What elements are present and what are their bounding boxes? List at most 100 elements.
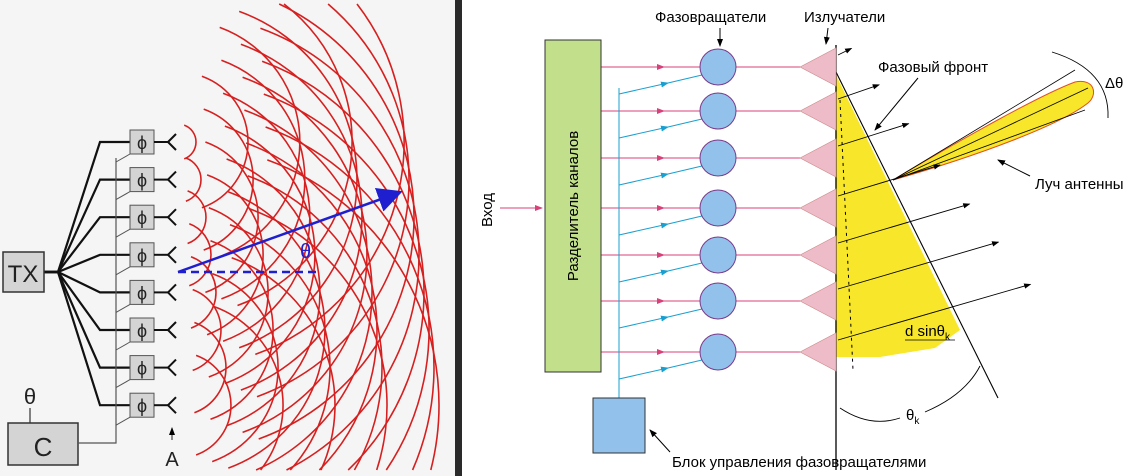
control-block-pointer [649,429,671,453]
control-line [667,118,703,128]
wave-arc [203,108,254,251]
phase-shifter-symbol: ϕ [137,283,147,303]
d-sin-theta-label: d sinθk [905,323,951,343]
beam-pointer [997,159,1031,177]
phase-front-region [836,75,960,357]
radiator-triangle [799,281,837,321]
wave-arc [229,224,331,471]
antenna-element-icon [167,283,177,294]
phase-shifter-symbol: ϕ [137,133,147,153]
phase-shifter [129,392,155,418]
phase-shifter-circle [699,236,737,274]
control-tap [115,379,131,389]
wave-propagation-arrow [837,164,941,197]
theta-k-label: θk [906,407,920,427]
wave-arc [213,305,284,471]
wave-arc [185,157,202,202]
theta-k-subscript: k [914,416,920,427]
antenna-element-icon [167,254,177,264]
control-line [667,308,703,318]
wave-arc [231,256,336,471]
wave-arc [245,142,378,471]
control-arrow [618,315,669,329]
phase-shifter [129,204,155,230]
phase-shifter-symbol: ϕ [137,359,147,379]
wave-arc [261,60,425,471]
phase-shifters-label: Фазовращатели [655,9,766,26]
wave-arc [211,272,279,463]
wave-arc [187,190,207,245]
wave-fronts [183,3,440,471]
antenna-element-icon [167,404,177,414]
antenna-element-icon [167,291,177,302]
wave-arc [194,321,227,414]
phase-shifter-circle [699,189,737,227]
wave-arc [247,175,383,471]
antenna-element-icon [167,141,177,151]
d-sin-theta-subscript: k [945,332,951,343]
theta-input-label: θ [24,384,36,409]
phase-shifter-symbol: ϕ [137,321,147,341]
radiator-triangle [799,91,837,131]
wave-arc [210,239,274,421]
radiators-pointer [823,27,830,45]
phase-front-pointer [874,77,919,131]
wave-arc [208,207,269,378]
phase-control-block [592,397,646,454]
radiators-label: Излучатели [804,9,885,26]
wave-propagation-arrow [837,203,971,244]
wave-propagation-arrow [837,123,910,147]
theta-k-text: θ [906,407,914,424]
wave-arc [195,354,232,456]
phase-shifter-circle [699,92,737,130]
control-line [667,165,703,175]
control-bus [78,158,117,444]
antenna-element-icon [167,208,177,218]
wave-arc [249,208,388,471]
control-line [667,262,703,272]
antenna-element-icon [167,216,177,226]
phase-shifter [129,279,155,305]
control-tap [115,416,131,426]
d-sin-theta-text: d sinθ [905,323,945,340]
antenna-element-icon [167,246,177,256]
reference-dashed-line [839,99,854,371]
panel-divider [455,0,462,476]
antenna-element-icon [167,170,177,181]
antenna-element-icon [167,133,177,143]
controller-label: C [34,432,53,462]
wave-propagation-arrow [837,47,853,56]
radiator-triangle [799,138,837,178]
phase-shifter [129,242,155,268]
control-arrow [618,81,669,95]
beam-rays [892,69,1089,181]
control-line [667,74,703,84]
control-arrow [618,269,669,283]
phase-shifter [129,129,155,155]
wave-arc [189,223,212,287]
channel-splitter-label: Разделитель каналов [565,131,582,281]
wave-arc [201,75,249,209]
phase-shifter-symbol: ϕ [137,246,147,266]
phase-shifter [129,317,155,343]
phase-shifter-symbol: ϕ [137,171,147,191]
right-panel: Δθ Разделитель каналов Вход Блок управле… [479,9,1124,471]
phase-shifter-symbol: ϕ [137,208,147,228]
control-arrow [618,366,669,380]
control-tap [115,228,131,238]
control-line [667,215,703,225]
antenna-element-icon [167,366,177,377]
wave-propagation-arrow [837,283,1032,341]
tx-label: TX [8,261,39,288]
control-arrow [618,125,669,139]
wave-arc [256,3,410,398]
control-arrow [618,222,669,236]
radiator-triangle [799,332,837,372]
antenna-marker-label: A [165,449,179,471]
wave-arc [192,288,222,372]
antenna-beam-lobe [892,80,1095,181]
tx-box [2,251,45,293]
beam-label: Луч антенны [1035,176,1124,193]
